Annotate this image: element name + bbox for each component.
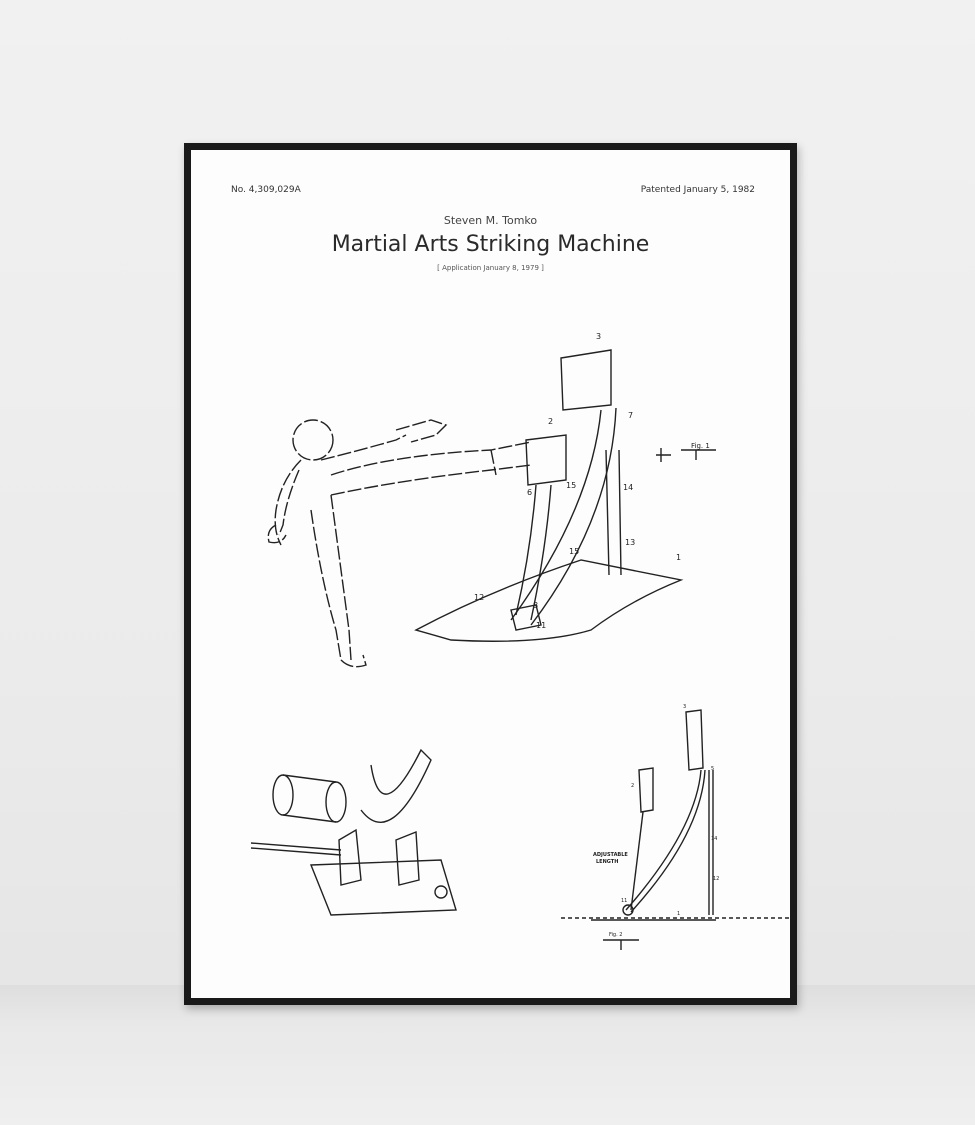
application-date: [ Application January 8, 1979 ] (437, 264, 544, 272)
striking-machine-fig2 (561, 709, 790, 950)
svg-text:1: 1 (677, 911, 680, 917)
svg-text:8: 8 (533, 601, 538, 610)
svg-text:15: 15 (569, 547, 579, 556)
poster-frame: No. 4,309,029A Patented January 5, 1982 … (184, 143, 797, 1005)
svg-text:1: 1 (676, 553, 681, 562)
patent-date: Patented January 5, 1982 (640, 185, 755, 195)
fig2-callouts: 3 2 5 14 12 1 11 ADJUSTABLE LENGTH Fig. … (593, 704, 719, 938)
svg-text:14: 14 (711, 836, 717, 842)
svg-text:12: 12 (474, 593, 484, 602)
roller-detail-figure (250, 748, 457, 916)
svg-text:13: 13 (625, 538, 635, 547)
inventor-name: Steven M. Tomko (443, 214, 538, 227)
svg-text:11: 11 (621, 898, 627, 904)
svg-text:ADJUSTABLE: ADJUSTABLE (593, 852, 628, 858)
svg-text:5: 5 (711, 766, 714, 772)
svg-text:11: 11 (536, 621, 546, 630)
poster-title: Martial Arts Striking Machine (331, 232, 650, 257)
svg-text:14: 14 (623, 483, 633, 492)
svg-text:2: 2 (548, 417, 553, 426)
patent-drawings: 3 7 2 15 14 6 15 13 1 12 8 11 Fig. 1 (250, 332, 790, 950)
svg-text:2: 2 (631, 783, 634, 789)
kicker-figure (267, 419, 532, 668)
fig1-callouts: 3 7 2 15 14 6 15 13 1 12 8 11 Fig. 1 (474, 332, 710, 630)
striking-machine-fig1 (414, 349, 716, 642)
svg-text:12: 12 (713, 876, 719, 882)
svg-text:Fig. 1: Fig. 1 (691, 442, 710, 450)
svg-text:Fig. 2: Fig. 2 (609, 932, 622, 938)
svg-text:7: 7 (628, 411, 633, 420)
svg-text:3: 3 (596, 332, 601, 341)
svg-text:6: 6 (527, 488, 532, 497)
svg-text:3: 3 (683, 704, 686, 710)
patent-number: No. 4,309,029A (231, 185, 301, 195)
floor (0, 985, 975, 1125)
svg-text:15: 15 (566, 481, 576, 490)
svg-text:LENGTH: LENGTH (596, 859, 618, 865)
